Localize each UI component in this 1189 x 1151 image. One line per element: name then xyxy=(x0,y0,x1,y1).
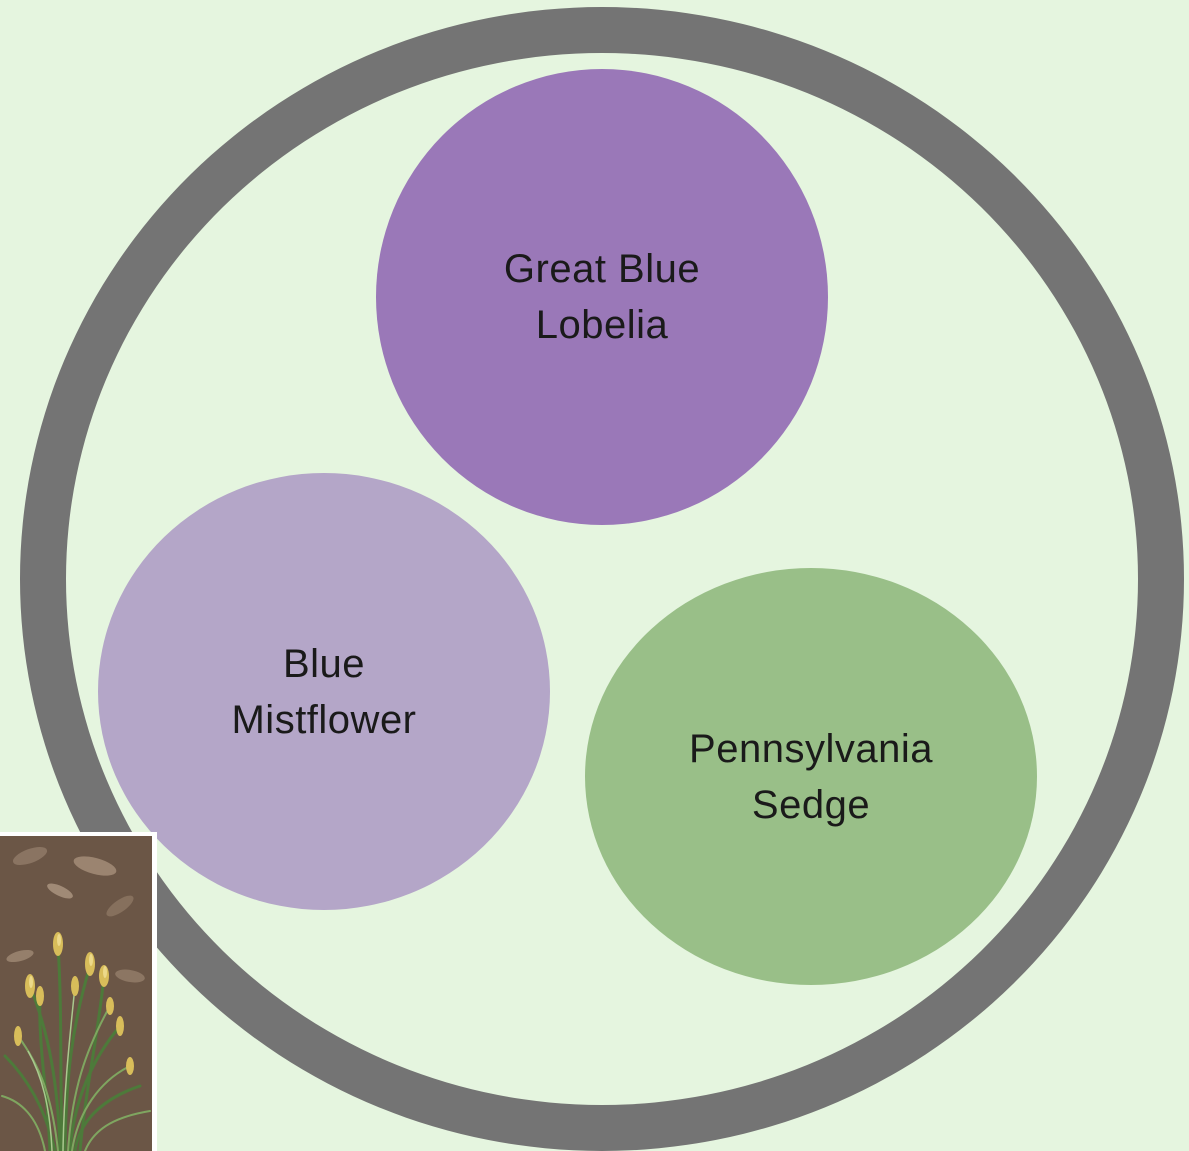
label-blue-mistflower: Blue Mistflower xyxy=(231,641,417,742)
bubble-pennsylvania-sedge: Pennsylvania Sedge xyxy=(585,568,1037,985)
sedge-plant-photo xyxy=(0,832,157,1151)
sedge-plant-illustration xyxy=(0,836,152,1151)
bubble-great-blue-lobelia: Great Blue Lobelia xyxy=(376,69,828,525)
label-great-blue-lobelia: Great Blue Lobelia xyxy=(503,247,701,347)
label-pennsylvania-sedge: Pennsylvania Sedge xyxy=(689,726,933,827)
bubble-blue-mistflower: Blue Mistflower xyxy=(98,473,550,910)
